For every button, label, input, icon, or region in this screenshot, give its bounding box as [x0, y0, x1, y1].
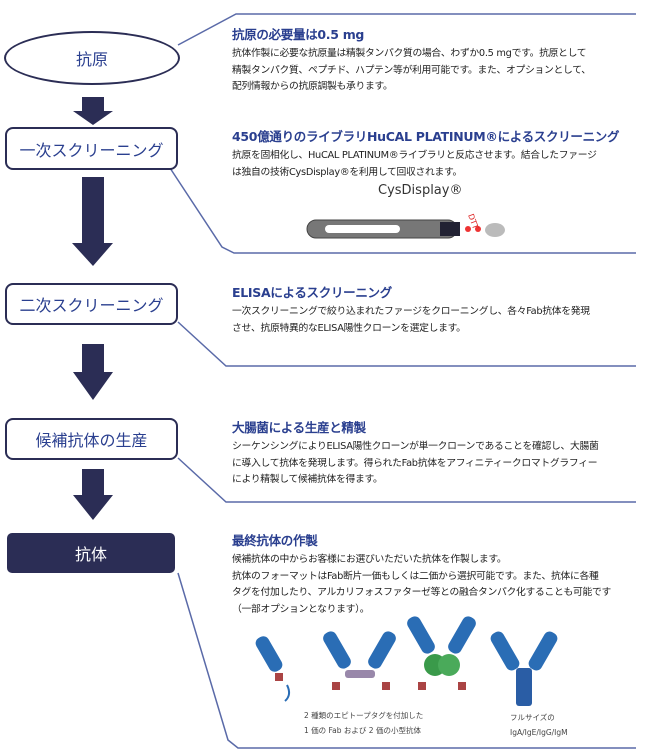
section-primary-screening: 450億通りのライブラリHuCAL PLATINUM®によるスクリーニング 抗原… [232, 126, 637, 181]
step-antibody: 抗体 [7, 533, 175, 573]
caption-line: フルサイズの [510, 713, 555, 722]
section-production: 大腸菌による生産と精製 シーケンシングによりELISA陽性クローンが単一クローン… [232, 417, 637, 489]
full-igg-icon [490, 631, 558, 706]
step-candidate-production: 候補抗体の生産 [5, 418, 178, 460]
connector-line-2 [169, 167, 636, 254]
fusion-antibody-icon [407, 616, 476, 690]
cysdisplay-phage-illustration: DTT [306, 213, 505, 239]
step-label: 一次スクリーニング [19, 140, 164, 160]
caption-line: 1 価の Fab および 2 価の小型抗体 [304, 726, 421, 735]
section-antigen: 抗原の必要量は0.5 mg 抗体作製に必要な抗原量は精製タンパク質の場合、わずか… [232, 24, 637, 96]
section-title: 大腸菌による生産と精製 [232, 420, 366, 435]
body-line: 配列情報からの抗原調製も承ります。 [232, 81, 393, 92]
body-line: タグを付加したり、アルカリフォスファターゼ等との融合タンパク化することも可能です [232, 587, 611, 598]
arrow-down-icon [73, 469, 113, 520]
body-line: （一部オプションとなります）。 [232, 603, 370, 615]
cysdisplay-label: CysDisplay® [378, 183, 463, 198]
body-line: シーケンシングによりELISA陽性クローンが単一クローンであることを確認し、大腸… [232, 441, 599, 452]
body-line: 候補抗体の中からお客様にお選びいただいた抗体を作製します。 [232, 554, 507, 565]
caption-full-size: フルサイズの IgA/IgE/IgG/IgM [510, 710, 568, 740]
caption-line: 2 種類のエピトープタグを付加した [304, 711, 424, 720]
body-line: は独自の技術CysDisplay®を利用して回収されます。 [232, 166, 463, 178]
body-line: 抗原を固相化し、HuCAL PLATINUM®ライブラリと反応させます。結合した… [232, 150, 597, 161]
body-line: させ、抗原特異的なELISA陽性クローンを選定します。 [232, 322, 466, 334]
step-label: 候補抗体の生産 [35, 431, 148, 450]
section-elisa: ELISAによるスクリーニング 一次スクリーニングで絞り込まれたファージをクロー… [232, 282, 637, 337]
body-line: に導入して抗体を発現します。得られたFab抗体をアフィニティークロマトグラフィー [232, 457, 598, 469]
connector-line-5 [177, 572, 636, 749]
step-label: 二次スクリーニング [19, 296, 164, 315]
connector-line-3 [177, 321, 636, 367]
body-line: 精製タンパク質、ペプチド、ハプテン等が利用可能です。また、オプションとして、 [232, 64, 591, 76]
section-title: ELISAによるスクリーニング [232, 285, 392, 300]
body-line: 抗体作製に必要な抗原量は精製タンパク質の場合、わずか0.5 mgです。抗原として [232, 48, 587, 59]
section-title: 最終抗体の作製 [232, 533, 318, 548]
connector-line-1 [177, 13, 636, 46]
caption-line: IgA/IgE/IgG/IgM [510, 728, 568, 737]
section-final-antibody: 最終抗体の作製 候補抗体の中からお客様にお選びいただいた抗体を作製します。抗体の… [232, 530, 637, 618]
step-antigen: 抗原 [4, 31, 180, 85]
body-line: 抗体のフォーマットはFab断片一価もしくは二価から選択可能です。また、抗体に各種 [232, 570, 599, 582]
arrow-down-icon [73, 97, 113, 125]
body-line: 一次スクリーニングで絞り込まれたファージをクローニングし、各々Fab抗体を発現 [232, 306, 590, 317]
section-title: 450億通りのライブラリHuCAL PLATINUM®によるスクリーニング [232, 129, 620, 144]
connector-line-4 [177, 457, 636, 503]
step-primary-screening: 一次スクリーニング [5, 127, 178, 170]
antibody-format-illustrations [255, 616, 558, 706]
step-secondary-screening: 二次スクリーニング [5, 283, 178, 325]
caption-small-formats: 2 種類のエピトープタグを付加した 1 価の Fab および 2 価の小型抗体 [304, 708, 423, 738]
fab-single-icon [255, 636, 291, 702]
section-title: 抗原の必要量は0.5 mg [232, 27, 365, 42]
body-line: により精製して候補抗体を得ます。 [232, 474, 383, 485]
step-label: 抗原 [75, 50, 108, 69]
arrow-down-icon [73, 344, 113, 400]
arrow-down-icon [72, 177, 113, 266]
mini-antibody-icon [323, 631, 396, 690]
step-label: 抗体 [74, 545, 107, 564]
